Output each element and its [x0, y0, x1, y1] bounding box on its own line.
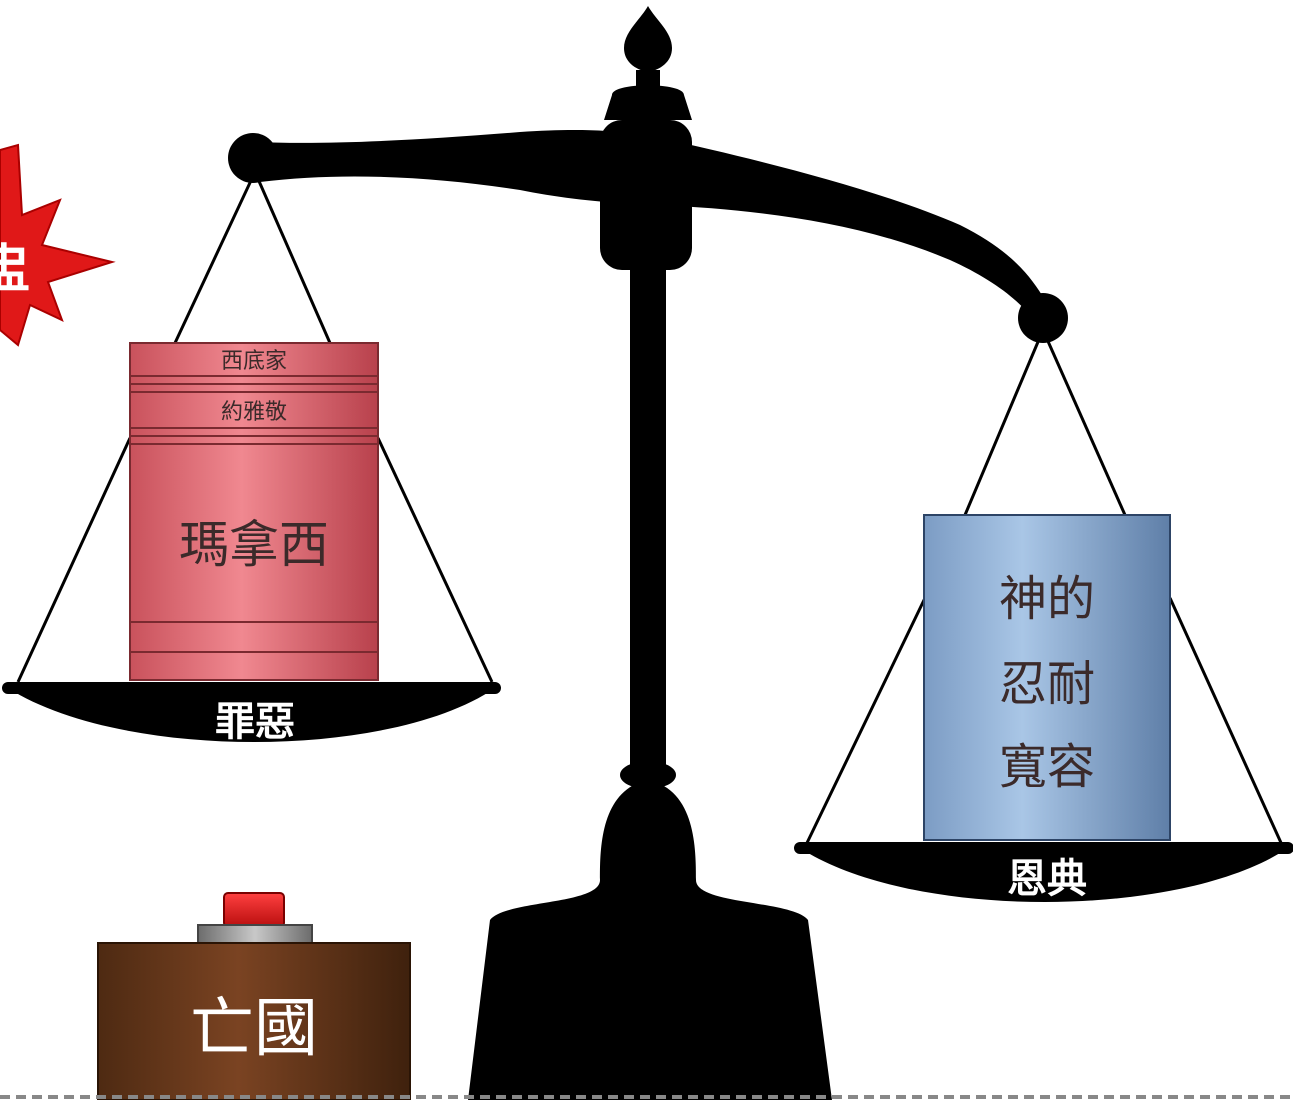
box-label: 亡國: [190, 992, 318, 1066]
red-button: [223, 892, 285, 928]
weight-label-rennai: 忍耐: [999, 656, 1095, 712]
starburst-shape: 盅: [0, 143, 116, 347]
left-pan-strings: [16, 171, 494, 683]
scale-body: [228, 6, 1068, 1100]
right-pan-strings: [804, 329, 1284, 846]
weight-label-yueyajing: 約雅敬: [221, 400, 287, 425]
weight-label-manaxi: 瑪拿西: [179, 516, 329, 574]
left-pan: [2, 682, 501, 742]
sin-pan-label: 罪惡: [215, 699, 295, 745]
weight-label-kuanrong: 寬容: [999, 739, 1095, 795]
grace-weight: 神的 忍耐 寬容: [923, 514, 1171, 841]
sin-weight: 西底家 約雅敬 瑪拿西: [129, 342, 379, 681]
weight-label-xidijia: 西底家: [221, 349, 287, 374]
right-pan: [794, 842, 1293, 902]
detonator-box: 亡國: [97, 892, 411, 1100]
weight-label-shende: 神的: [999, 571, 1095, 627]
starburst-text: 盅: [0, 240, 30, 300]
grace-pan-label: 恩典: [1007, 856, 1087, 902]
